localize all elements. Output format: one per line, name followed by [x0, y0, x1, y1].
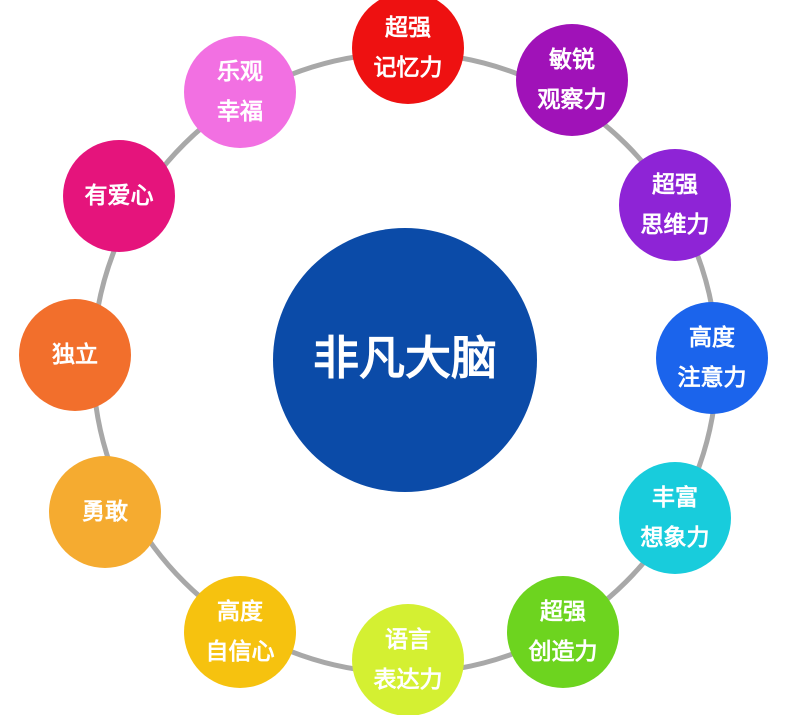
node-circle: [63, 140, 175, 252]
node-label: 记忆力: [374, 55, 443, 81]
node-circle: [19, 299, 131, 411]
nodes-layer: 超强记忆力敏锐观察力超强思维力高度注意力丰富想象力超强创造力语言表达力高度自信心…: [19, 0, 768, 715]
node-label: 注意力: [678, 364, 747, 391]
node-circle: [184, 576, 296, 688]
node-circle: [184, 36, 296, 148]
node-label: 表达力: [374, 667, 443, 693]
node-label: 想象力: [641, 524, 710, 551]
node-label: 独立: [52, 341, 98, 368]
center-label: 非凡大脑: [313, 331, 497, 385]
node-label: 超强: [540, 599, 586, 625]
node-label: 超强: [652, 172, 698, 198]
center-node: 非凡大脑: [273, 228, 537, 492]
node-label: 自信心: [206, 638, 275, 665]
node-label: 幸福: [217, 99, 263, 125]
node-label: 高度: [689, 324, 736, 351]
node-courage: 勇敢: [49, 456, 161, 568]
node-circle: [352, 0, 464, 104]
node-label: 勇敢: [82, 499, 129, 525]
node-label: 语言: [385, 626, 431, 653]
node-label: 敏锐: [548, 46, 595, 73]
node-label: 乐观: [217, 59, 263, 85]
node-circle: [656, 302, 768, 414]
node-circle: [352, 604, 464, 715]
node-label: 有爱心: [85, 182, 154, 209]
node-label: 高度: [217, 598, 264, 625]
node-circle: [49, 456, 161, 568]
node-circle: [619, 149, 731, 261]
node-label: 超强: [385, 15, 431, 41]
node-love: 有爱心: [63, 140, 175, 252]
node-label: 创造力: [528, 639, 598, 665]
node-independence: 独立: [19, 299, 131, 411]
node-circle: [619, 462, 731, 574]
node-label: 思维力: [641, 211, 710, 238]
node-circle: [516, 24, 628, 136]
node-label: 丰富: [652, 484, 698, 511]
node-label: 观察力: [538, 86, 607, 113]
center-circle: [273, 228, 537, 492]
node-circle: [507, 576, 619, 688]
